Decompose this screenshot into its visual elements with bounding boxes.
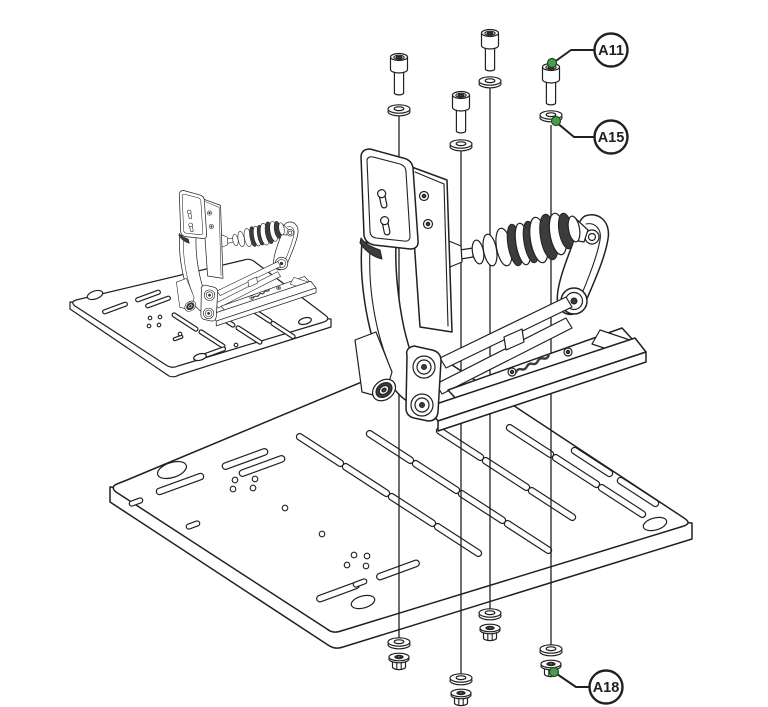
- callout-a18: [588, 669, 624, 705]
- callout-a15: [593, 119, 629, 155]
- washer-under-1: [387, 637, 411, 650]
- inset-assembled-view: [69, 189, 332, 378]
- callout-a18-label: A18: [593, 680, 620, 696]
- callouts: A11 A15 A18: [546, 32, 629, 705]
- washer-3: [478, 76, 502, 89]
- lock-nut-1: [388, 652, 410, 671]
- washer-under-2: [449, 673, 473, 686]
- corner-hole: [156, 460, 188, 480]
- washer-1: [387, 104, 411, 117]
- marker-dot-a18: [548, 666, 560, 678]
- callout-a11: [593, 32, 629, 68]
- washer-under-3: [478, 608, 502, 621]
- marker-dot-a15: [550, 115, 562, 127]
- socket-screw-2: [451, 90, 471, 134]
- inset-baseplate: [69, 258, 332, 378]
- washer-2: [449, 139, 473, 152]
- callout-a11-label: A11: [598, 43, 624, 59]
- corner-hole: [642, 516, 668, 532]
- leader-a11: [552, 49, 595, 64]
- fasteners-top: [387, 28, 563, 152]
- leader-a18: [553, 671, 591, 688]
- lock-nut-2: [450, 688, 472, 707]
- main-baseplate: [109, 353, 693, 649]
- marker-dot-a11: [546, 57, 558, 69]
- corner-hole: [350, 594, 376, 610]
- callout-a15-label: A15: [598, 130, 625, 146]
- adjustment-slots: [295, 423, 660, 558]
- socket-screw-3: [480, 28, 500, 72]
- leader-a15: [555, 121, 595, 138]
- washer-under-4: [539, 644, 563, 657]
- lock-nut-3: [479, 623, 501, 642]
- socket-screw-4: [541, 62, 561, 106]
- socket-screw-1: [389, 52, 409, 96]
- pilot-holes: [229, 475, 371, 570]
